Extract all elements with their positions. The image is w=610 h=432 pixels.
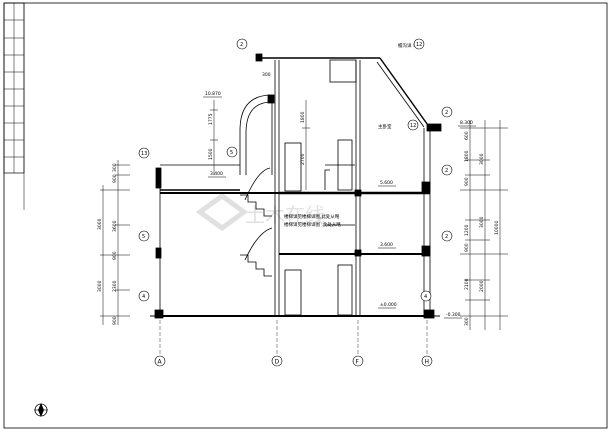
dim-left-d1: 3000 [97, 218, 103, 230]
watermark: 土木在线 [195, 192, 325, 232]
left-dimension-chain [100, 160, 130, 325]
stair-note-2: 楼梯详见楼梯详图 ,此处从略 [284, 221, 341, 228]
elev-outside: -0.300 [446, 312, 461, 318]
tag-t9: 2 [445, 234, 448, 240]
dim-left-d2: 3600 [112, 220, 118, 232]
tag-t8: 5 [142, 234, 145, 240]
room-note: 主卧室 [378, 123, 392, 130]
dim-right-r5: 1200 [464, 224, 470, 236]
detail-tags [138, 38, 453, 302]
drawing-border [3, 2, 608, 429]
dim-mid-m1: 1775 [208, 113, 214, 125]
right-dimension-chain [460, 120, 508, 330]
dim-left-d12: 900 [112, 316, 118, 325]
dim-right-r9: 600 [464, 131, 470, 140]
axis-label-d: D [275, 359, 280, 366]
compass-icon [34, 403, 48, 417]
dim-right-r6: 1800 [464, 150, 470, 162]
dim-left-d7: 300 [112, 163, 118, 172]
tag-t4: 12 [410, 123, 416, 129]
tag-t10: 4 [142, 294, 145, 300]
elev-floor2: 3.600 [380, 242, 393, 248]
dim-mid-m3: 1800 [300, 111, 306, 123]
elev-roof-top: 10.870 [205, 91, 221, 97]
stair-note-1: 楼梯详见楼梯详图,此处从略 [284, 213, 340, 220]
dim-left-d6: 900 [112, 174, 118, 183]
tag-t1: 2 [240, 42, 243, 48]
building-section [154, 53, 442, 319]
elev-ground: ±0.000 [380, 302, 397, 308]
elev-floor3: 5.600 [380, 180, 393, 186]
axis-lines [159, 320, 428, 355]
tag-t5: 13 [141, 151, 147, 157]
dim-mid-m5: 300 [262, 72, 271, 78]
tag-t6: 5 [230, 150, 233, 156]
axis-label-f: F [356, 359, 360, 366]
axis-bubbles [154, 355, 433, 367]
axis-label-h: H [425, 359, 430, 366]
tag-t7: 2 [445, 168, 448, 174]
tag-t2: 12 [416, 42, 422, 48]
tag-t3: 2 [445, 110, 448, 116]
tag-t11: 4 [424, 294, 427, 300]
dim-left-d3: 900 [112, 251, 118, 260]
dim-right-r2: 3000 [479, 216, 485, 228]
mid-dimension-chain [210, 100, 310, 190]
dim-mid-m4: 2700 [300, 153, 306, 165]
dim-mid-m2: 1500 [208, 148, 214, 160]
roof-note: 檐沟详 ① [398, 42, 417, 49]
dim-right-total: 10000 [494, 221, 500, 235]
dim-right-r4: 2000 [479, 280, 485, 292]
title-block [3, 2, 25, 210]
dim-right-r3: 2100 [464, 278, 470, 290]
dim-right-r8: 900 [464, 243, 470, 252]
dim-left-d4: 2300 [112, 280, 118, 292]
elev-balcony: 3.400 [210, 171, 223, 177]
dim-right-r10: 300 [464, 317, 470, 326]
dim-left-d5: 3000 [97, 280, 103, 292]
watermark-text: 土木在线 [245, 203, 325, 227]
dim-right-r7: 900 [464, 177, 470, 186]
axis-label-a: A [158, 359, 163, 366]
dim-right-r1: 3000 [479, 153, 485, 165]
elev-eave: 8.300 [460, 120, 473, 126]
